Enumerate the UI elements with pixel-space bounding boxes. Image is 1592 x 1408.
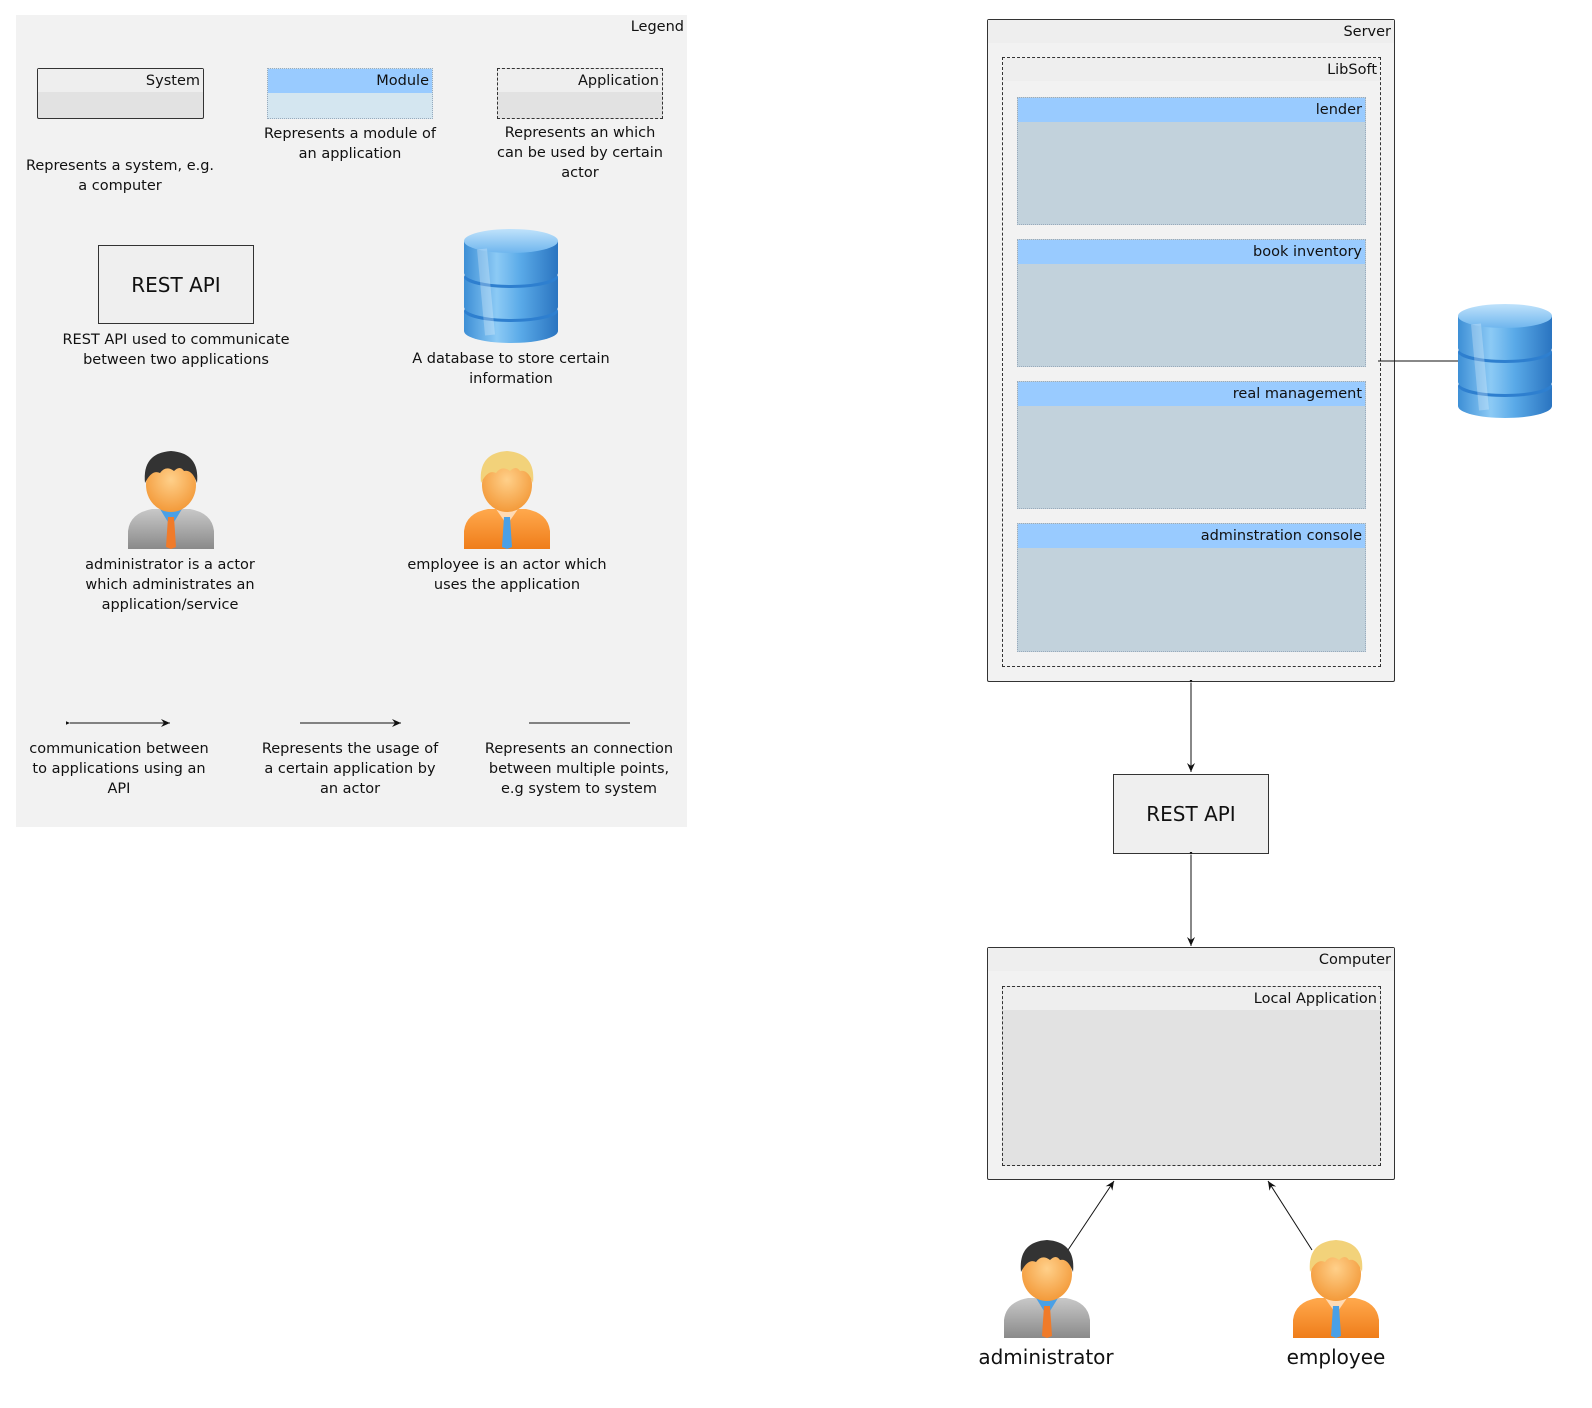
legend-application-label: Application bbox=[577, 73, 659, 89]
legend-database-icon bbox=[464, 229, 558, 343]
rest-api-label: REST API bbox=[1146, 802, 1236, 826]
legend-module-label: Module bbox=[376, 73, 429, 89]
legend-arrow bbox=[300, 719, 401, 727]
actor-usage-arrows bbox=[1067, 1180, 1313, 1251]
legend-bidirectional-desc: communication between to applications us… bbox=[29, 741, 209, 797]
legend-rest-api-label: REST API bbox=[131, 272, 221, 297]
module-label: book inventory bbox=[1253, 244, 1362, 260]
employee-label: employee bbox=[1286, 1345, 1386, 1369]
legend-panel: Legend System Represents a system, e.g. … bbox=[16, 15, 687, 827]
legend-module-desc: Represents a module of an application bbox=[263, 126, 437, 162]
module-adminstration-console: adminstration console bbox=[1017, 523, 1366, 652]
employee-icon bbox=[1293, 1240, 1379, 1338]
module-lender: lender bbox=[1017, 97, 1366, 225]
legend-employee-desc: employee is an actor which uses the appl… bbox=[407, 557, 607, 593]
legend-line-desc: Represents an connection between multipl… bbox=[484, 741, 674, 797]
server-rest-api-arrow bbox=[1187, 680, 1195, 772]
computer-system: Computer Local Application bbox=[987, 947, 1395, 1180]
legend-line bbox=[529, 722, 630, 724]
rest-api-computer-arrow bbox=[1187, 852, 1195, 946]
legend-application-box: Application bbox=[497, 68, 663, 119]
legend-database-desc: A database to store certain information bbox=[412, 351, 610, 387]
computer-label: Computer bbox=[1318, 952, 1391, 968]
server-system: Server LibSoft lender book inventory rea… bbox=[987, 19, 1395, 682]
legend-title: Legend bbox=[630, 19, 684, 35]
module-label: lender bbox=[1315, 102, 1362, 118]
server-database-connection bbox=[1378, 360, 1458, 362]
legend-rest-api-box: REST API bbox=[98, 245, 254, 324]
server-label: Server bbox=[1343, 24, 1391, 40]
module-label: real management bbox=[1232, 386, 1362, 402]
rest-api-box: REST API bbox=[1113, 774, 1269, 854]
local-application-label: Local Application bbox=[1253, 991, 1377, 1007]
libsoft-label: LibSoft bbox=[1327, 62, 1377, 78]
libsoft-application: LibSoft lender book inventory real manag… bbox=[1002, 57, 1381, 667]
legend-system-label: System bbox=[145, 73, 200, 89]
legend-employee-icon bbox=[464, 451, 550, 549]
legend-administrator-desc: administrator is a actor which administr… bbox=[85, 557, 255, 613]
legend-application-desc: Represents an which can be used by certa… bbox=[497, 125, 663, 181]
administrator-icon bbox=[1004, 1240, 1090, 1338]
module-label: adminstration console bbox=[1200, 528, 1362, 544]
legend-arrow-desc: Represents the usage of a certain applic… bbox=[261, 741, 439, 797]
administrator-label: administrator bbox=[978, 1345, 1114, 1369]
local-application: Local Application bbox=[1002, 986, 1381, 1166]
legend-rest-api-desc: REST API used to communicate between two… bbox=[62, 332, 290, 368]
legend-system-desc: Represents a system, e.g. a computer bbox=[25, 158, 215, 194]
module-real-management: real management bbox=[1017, 381, 1366, 509]
module-book-inventory: book inventory bbox=[1017, 239, 1366, 367]
legend-system-box: System bbox=[37, 68, 204, 119]
legend-administrator-icon bbox=[128, 451, 214, 549]
legend-module-box: Module bbox=[267, 68, 433, 119]
database-icon bbox=[1458, 304, 1552, 418]
legend-bidirectional-arrow bbox=[66, 719, 170, 727]
